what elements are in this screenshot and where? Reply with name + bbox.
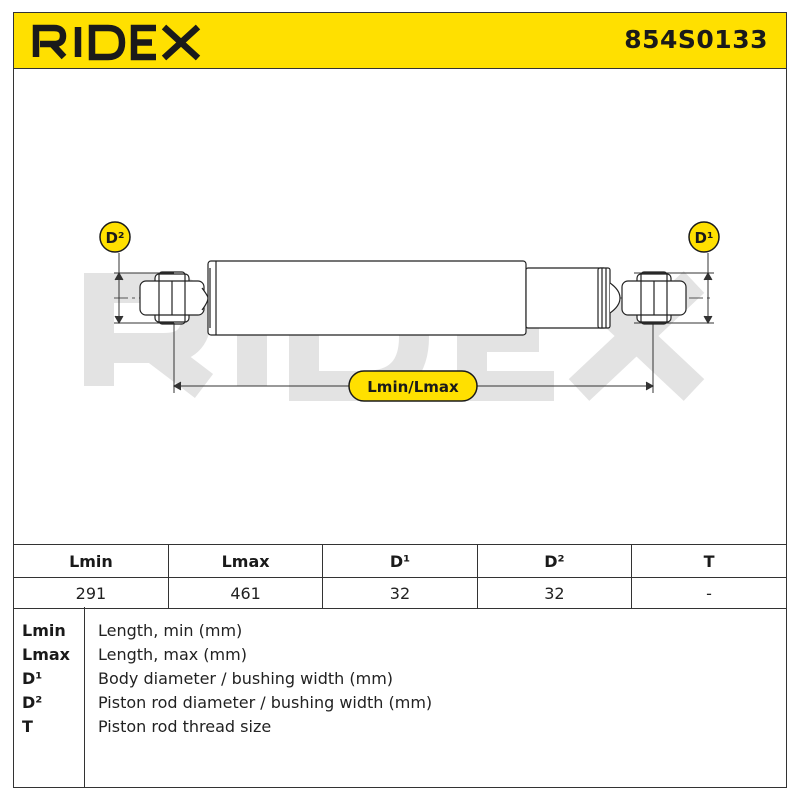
d2-label-badge: D² [99, 221, 131, 253]
spec-header-t: T [631, 544, 786, 578]
right-eye-bushing [621, 271, 687, 325]
left-eye-bushing [139, 271, 205, 325]
part-number: 854S0133 [624, 25, 768, 54]
spec-table: Lmin Lmax D¹ D² T 291 461 32 32 - [14, 544, 786, 609]
legend: Lmin Length, min (mm) Lmax Length, max (… [14, 607, 786, 788]
legend-key: D² [22, 693, 43, 712]
spec-value-lmax: 461 [167, 577, 324, 609]
header-bar: 854S0133 [14, 13, 786, 69]
legend-row-d2: D² Piston rod diameter / bushing width (… [14, 691, 786, 715]
spec-table-value-row: 291 461 32 32 - [14, 577, 786, 609]
legend-key: Lmax [22, 645, 70, 664]
spec-header-d2: D² [476, 544, 633, 578]
legend-key: D¹ [22, 669, 43, 688]
legend-description: Length, max (mm) [98, 645, 247, 664]
legend-row-lmax: Lmax Length, max (mm) [14, 643, 786, 667]
spec-header-lmin: Lmin [14, 544, 169, 578]
ridex-logo-graphic [32, 24, 201, 61]
legend-row-t: T Piston rod thread size [14, 715, 786, 739]
shock-absorber-drawing: D² D¹ Lmin/Lmax [14, 68, 786, 544]
d1-label-badge: D¹ [688, 221, 720, 253]
piston-rod-housing [525, 267, 611, 329]
legend-description: Piston rod thread size [98, 717, 272, 736]
spec-value-d1: 32 [322, 577, 478, 609]
spec-header-lmax: Lmax [167, 544, 324, 578]
product-sheet: 854S0133 [13, 12, 787, 788]
spec-header-d1: D¹ [322, 544, 478, 578]
legend-divider [84, 607, 85, 788]
legend-row-lmin: Lmin Length, min (mm) [14, 619, 786, 643]
d1-label-text: D¹ [694, 229, 713, 247]
legend-key: T [22, 717, 33, 736]
shock-absorber-svg: D² D¹ Lmin/Lmax [84, 221, 720, 402]
d2-dimension [114, 253, 174, 325]
spec-value-d2: 32 [476, 577, 633, 609]
legend-row-d1: D¹ Body diameter / bushing width (mm) [14, 667, 786, 691]
length-label-badge: Lmin/Lmax [348, 370, 478, 402]
legend-description: Body diameter / bushing width (mm) [98, 669, 394, 688]
right-neck [609, 282, 621, 314]
legend-description: Length, min (mm) [98, 621, 243, 640]
legend-description: Piston rod diameter / bushing width (mm) [98, 693, 433, 712]
ridex-logo [30, 19, 205, 67]
main-body-tube [207, 260, 527, 336]
spec-value-lmin: 291 [14, 577, 169, 609]
legend-key: Lmin [22, 621, 66, 640]
spec-table-header-row: Lmin Lmax D¹ D² T [14, 544, 786, 578]
length-label-text: Lmin/Lmax [367, 378, 459, 396]
spec-value-t: - [631, 577, 786, 609]
d2-label-text: D² [105, 229, 124, 247]
d1-dimension [634, 253, 714, 325]
